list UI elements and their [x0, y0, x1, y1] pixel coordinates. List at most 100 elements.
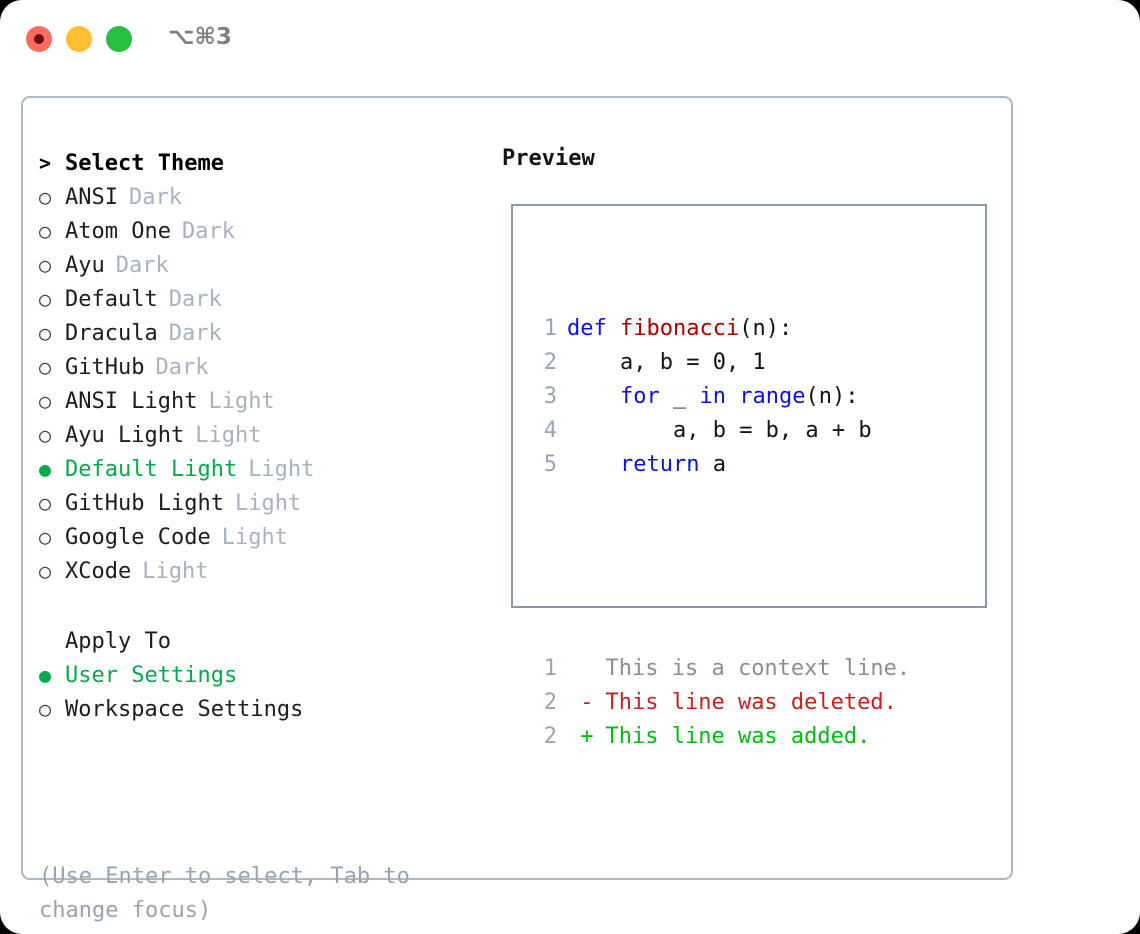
theme-mode-tag: Dark: [168, 321, 222, 346]
theme-mode-tag: Light: [142, 559, 209, 584]
prompt-caret-icon: >: [39, 151, 52, 175]
theme-name: Ayu Light: [65, 423, 185, 448]
code-line: 3 for _ in range(n):: [527, 380, 910, 414]
code-text: a, b = b, a + b: [672, 418, 872, 443]
minimize-button[interactable]: [66, 26, 92, 52]
theme-mode-tag: Dark: [181, 219, 235, 244]
theme-name: XCode: [65, 559, 132, 584]
theme-mode-tag: Dark: [115, 253, 169, 278]
theme-name: Google Code: [65, 525, 211, 550]
code-text: a, b = 0, 1: [619, 350, 766, 375]
radio-unselected-icon[interactable]: ○: [39, 253, 52, 277]
diff-sign: -: [580, 690, 594, 715]
radio-unselected-icon[interactable]: ○: [39, 697, 52, 721]
code-line: 1 def fibonacci(n):: [527, 312, 910, 346]
theme-mode-tag: Light: [248, 457, 315, 482]
diff-text: This is a context line.: [567, 652, 910, 686]
theme-name: Default: [65, 287, 158, 312]
code-text: def fibonacci(n):: [567, 316, 793, 341]
theme-mode-tag: Dark: [155, 355, 209, 380]
radio-selected-icon[interactable]: ●: [39, 663, 52, 687]
diff-sample: 1 This is a context line. 2 - This line w…: [527, 652, 910, 754]
recording-indicator-icon: [34, 34, 44, 44]
theme-name: GitHub Light: [65, 491, 224, 516]
diff-line: 2 + This line was added.: [527, 720, 910, 754]
theme-list-item[interactable]: ○ GitHub Light Light: [39, 486, 479, 520]
line-number: 3: [543, 384, 557, 409]
theme-name: Default Light: [65, 457, 238, 482]
apply-to-heading: ○ Apply To: [39, 624, 479, 658]
theme-name: Ayu: [65, 253, 105, 278]
section-spacer: [39, 588, 479, 624]
keyboard-shortcut-label: ⌥⌘3: [168, 24, 232, 50]
line-number: 2: [543, 350, 557, 375]
code-spacer: [527, 550, 910, 584]
radio-selected-icon[interactable]: ●: [39, 457, 52, 481]
theme-list-item[interactable]: ○ Atom One Dark: [39, 214, 479, 248]
code-line: 5 return a: [527, 448, 910, 482]
keyboard-hint: (Use Enter to select, Tab to change focu…: [39, 864, 410, 923]
title-bar: ⌥⌘3: [0, 0, 1140, 78]
theme-name: ANSI Light: [65, 389, 198, 414]
line-number: 1: [543, 656, 557, 681]
theme-mode-tag: Light: [221, 525, 288, 550]
radio-unselected-icon[interactable]: ○: [39, 321, 52, 345]
radio-unselected-icon[interactable]: ○: [39, 423, 52, 447]
theme-name: GitHub: [65, 355, 145, 380]
apply-to-list: ● User Settings ○ Workspace Settings: [39, 658, 479, 726]
theme-mode-tag: Light: [195, 423, 262, 448]
radio-unselected-icon[interactable]: ○: [39, 287, 52, 311]
diff-sign: +: [580, 724, 594, 749]
apply-to-option[interactable]: ○ Workspace Settings: [39, 692, 479, 726]
line-number: 5: [543, 452, 557, 477]
line-number: 4: [543, 418, 557, 443]
apply-to-title: Apply To: [65, 629, 171, 654]
theme-list-item[interactable]: ○ Google Code Light: [39, 520, 479, 554]
theme-list-item[interactable]: ○ Default Dark: [39, 282, 479, 316]
spacer-icon: ○: [39, 624, 65, 658]
theme-list-item[interactable]: ○ Ayu Light Light: [39, 418, 479, 452]
theme-list-item[interactable]: ○ GitHub Dark: [39, 350, 479, 384]
theme-list-item[interactable]: ○ ANSI Light Light: [39, 384, 479, 418]
theme-name: Atom One: [65, 219, 171, 244]
select-theme-heading: > Select Theme: [39, 146, 479, 180]
section-title: Select Theme: [65, 151, 224, 176]
theme-mode-tag: Dark: [168, 287, 222, 312]
diff-text: - This line was deleted.: [567, 686, 897, 720]
radio-unselected-icon[interactable]: ○: [39, 219, 52, 243]
theme-list-item[interactable]: ● Default Light Light: [39, 452, 479, 486]
apply-to-label: User Settings: [65, 663, 238, 688]
radio-unselected-icon[interactable]: ○: [39, 559, 52, 583]
theme-list-item[interactable]: ○ XCode Light: [39, 554, 479, 588]
code-text: for _ in range(n):: [619, 384, 859, 409]
maximize-button[interactable]: [106, 26, 132, 52]
diff-sign: [580, 652, 592, 686]
diff-text: + This line was added.: [567, 720, 870, 754]
line-number: 2: [543, 690, 557, 715]
theme-mode-tag: Light: [208, 389, 275, 414]
line-number: 1: [543, 316, 557, 341]
theme-list-item[interactable]: ○ Ayu Dark: [39, 248, 479, 282]
line-number: 2: [543, 724, 557, 749]
radio-unselected-icon[interactable]: ○: [39, 491, 52, 515]
close-button[interactable]: [26, 26, 52, 52]
radio-unselected-icon[interactable]: ○: [39, 525, 52, 549]
apply-to-label: Workspace Settings: [65, 697, 304, 722]
preview-title: Preview: [502, 146, 595, 171]
radio-unselected-icon[interactable]: ○: [39, 355, 52, 379]
code-line: 2 a, b = 0, 1: [527, 346, 910, 380]
radio-unselected-icon[interactable]: ○: [39, 185, 52, 209]
theme-mode-tag: Light: [234, 491, 302, 516]
apply-to-option[interactable]: ● User Settings: [39, 658, 479, 692]
code-text: return a: [619, 452, 726, 477]
radio-unselected-icon[interactable]: ○: [39, 389, 52, 413]
